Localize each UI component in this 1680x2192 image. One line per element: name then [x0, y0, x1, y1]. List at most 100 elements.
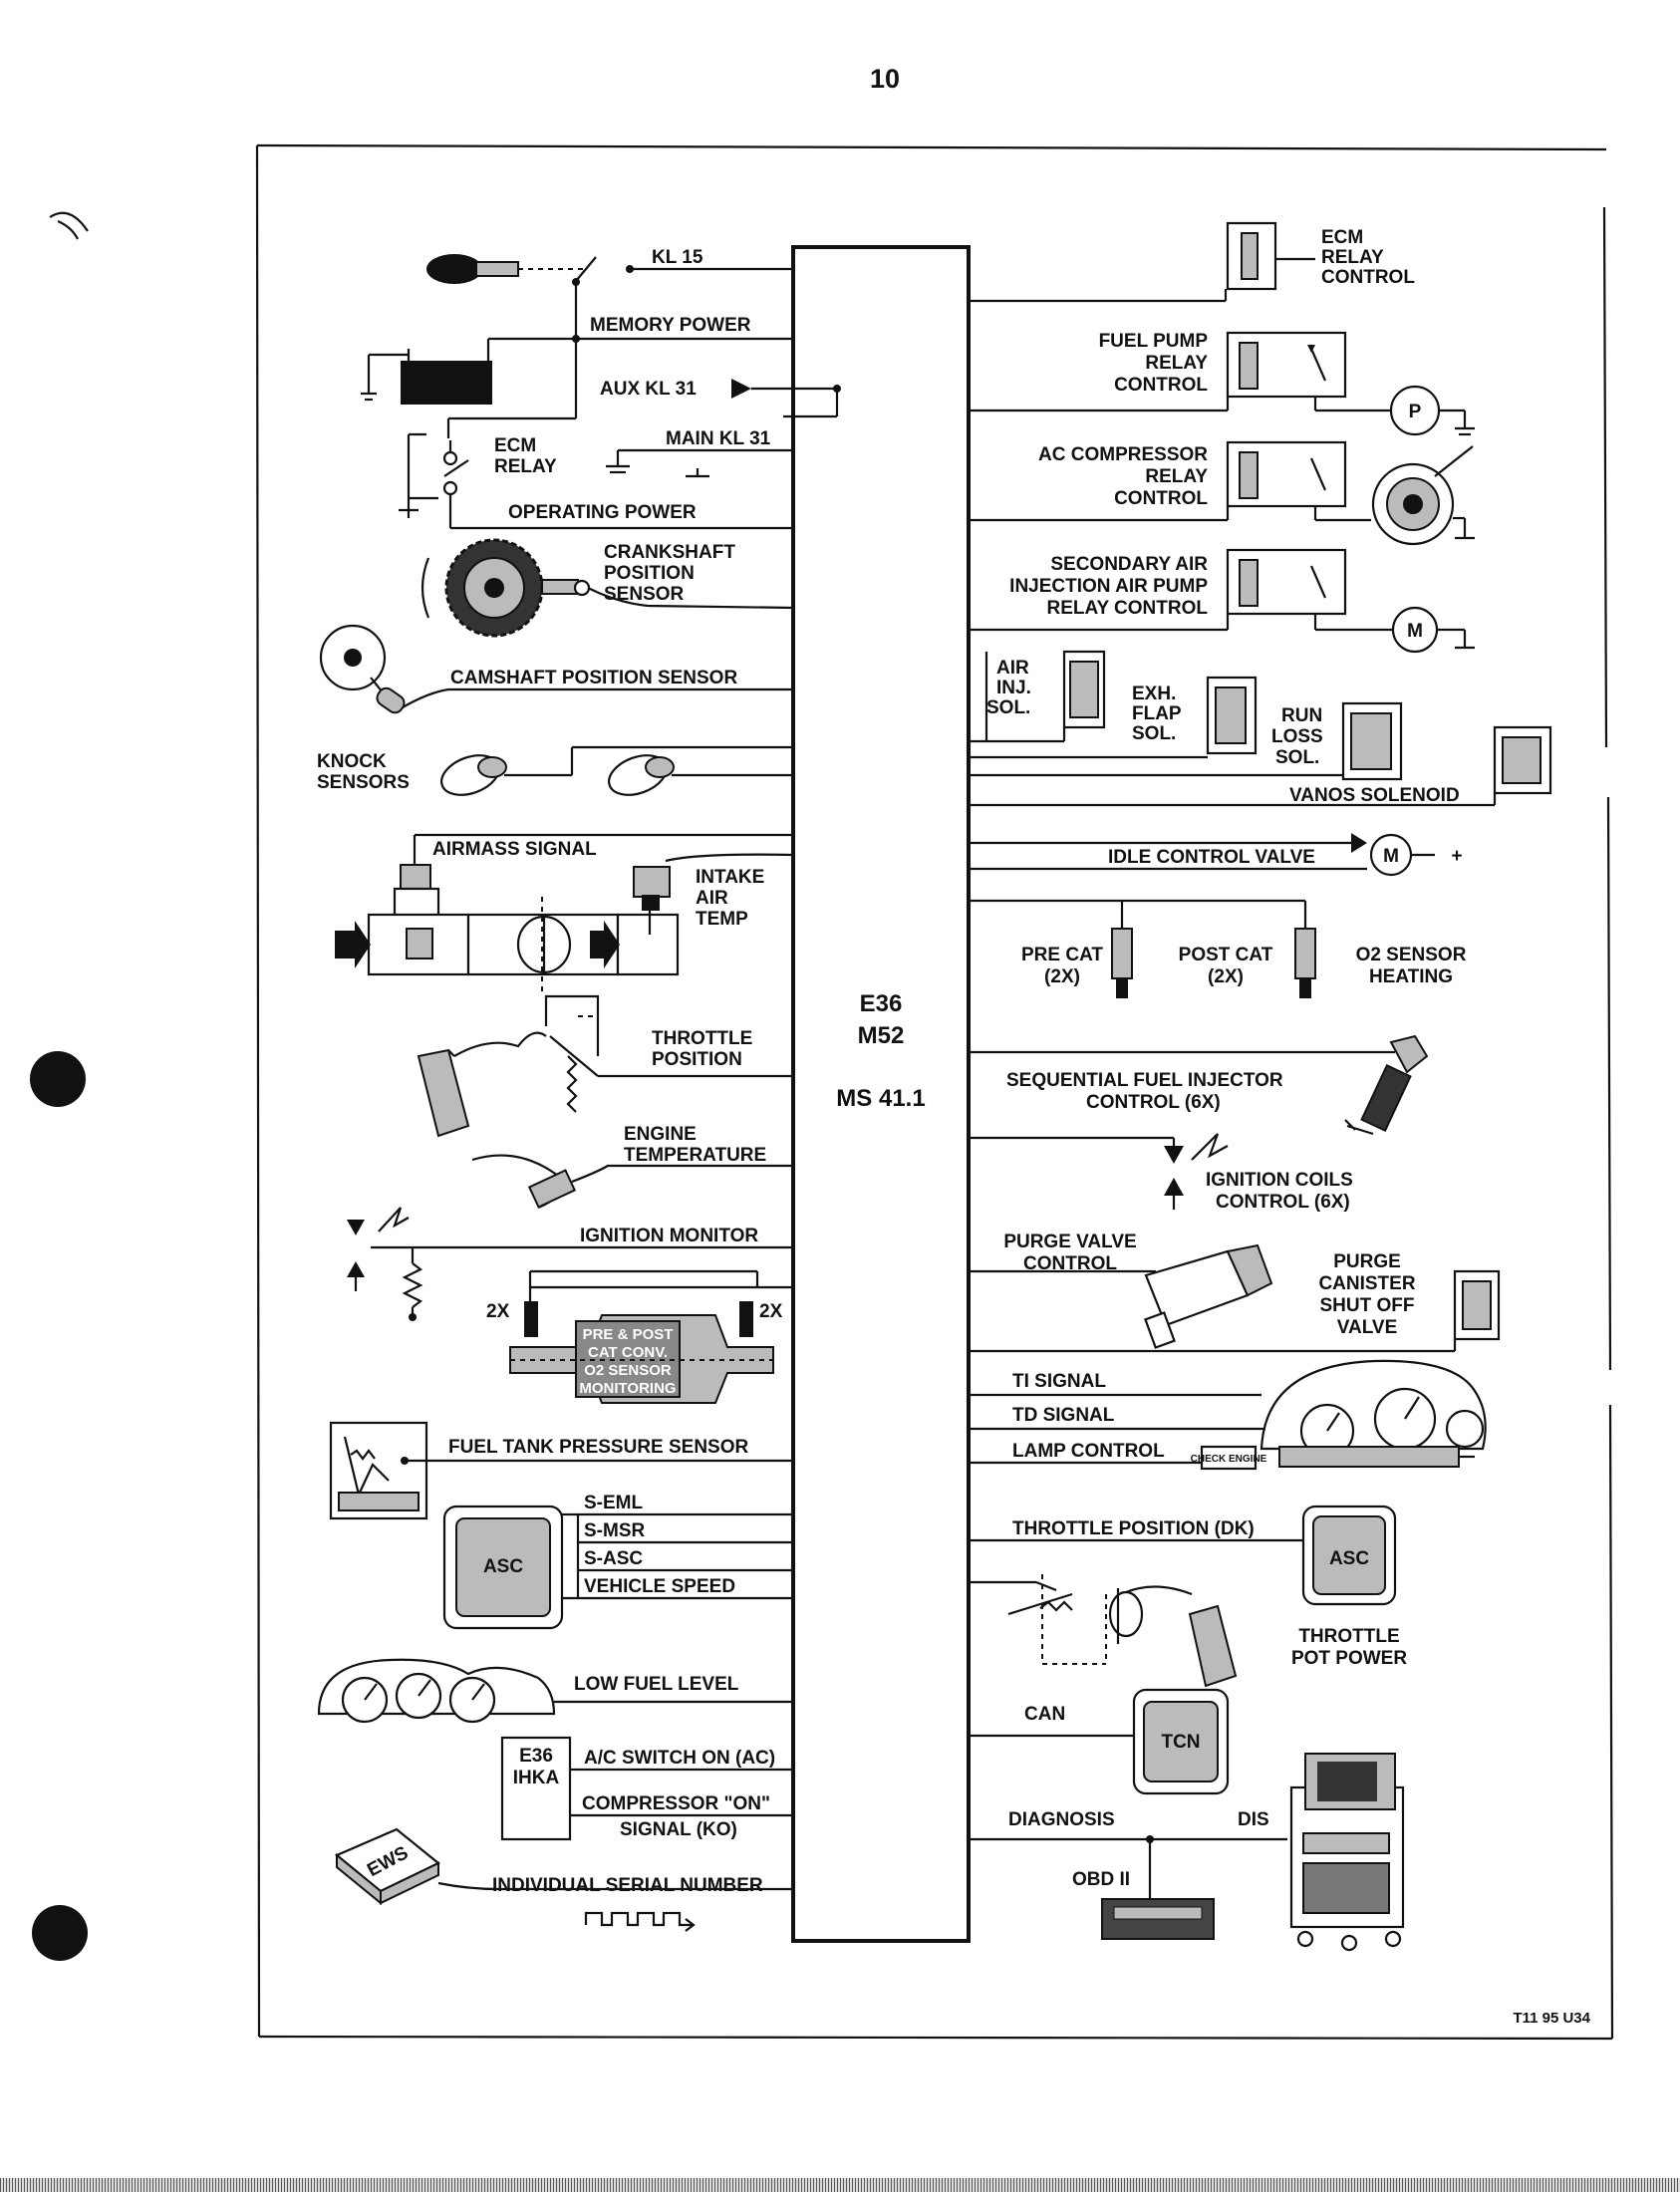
air-inj-label-2: INJ. — [996, 678, 1031, 698]
vehicle-speed-label: VEHICLE SPEED — [584, 1576, 735, 1597]
fuel-pump-label-2: RELAY — [1145, 353, 1208, 374]
purge-valve — [969, 1243, 1273, 1349]
cat-label-4: MONITORING — [579, 1380, 676, 1397]
canister-label-3: SHUT OFF — [1320, 1295, 1415, 1316]
diagnosis-dis-obd — [969, 1753, 1405, 1952]
ecm-relay-ctrl-label-3: CONTROL — [1321, 267, 1415, 288]
asc-right-label: ASC — [1329, 1548, 1369, 1569]
coils-label-2: CONTROL (6X) — [1216, 1192, 1350, 1213]
cat-label-2: CAT CONV. — [588, 1344, 668, 1361]
run-loss-label-3: SOL. — [1275, 747, 1319, 768]
ecm-relay-label-2: RELAY — [494, 456, 557, 477]
ihka-label-2: IHKA — [513, 1768, 560, 1788]
idle-label: IDLE CONTROL VALVE — [1108, 847, 1315, 868]
ac-switch-label: A/C SWITCH ON (AC) — [584, 1748, 775, 1769]
fuel-tank-label: FUEL TANK PRESSURE SENSOR — [448, 1437, 749, 1458]
td-signal-label: TD SIGNAL — [1012, 1405, 1115, 1426]
s-asc-label: S-ASC — [584, 1548, 643, 1569]
throttle-dk-label: THROTTLE POSITION (DK) — [1012, 1518, 1255, 1539]
ignition-monitor-label: IGNITION MONITOR — [580, 1226, 758, 1246]
purge-label-1: PURGE VALVE — [1003, 1232, 1136, 1252]
obd-label: OBD II — [1072, 1869, 1130, 1890]
ecu-module: E36 M52 MS 41.1 — [791, 245, 971, 1943]
scan-edge-band — [0, 2178, 1680, 2192]
figure-code: T11 95 U34 — [1513, 2010, 1590, 2027]
fuel-pump-label-1: FUEL PUMP — [1099, 331, 1209, 352]
airmass-meter — [335, 833, 793, 996]
memory-power-label: MEMORY POWER — [590, 315, 751, 336]
main-kl31-wire — [606, 448, 793, 478]
coils-label-1: IGNITION COILS — [1206, 1170, 1353, 1191]
ecm-relay-ctrl-label-1: ECM — [1321, 227, 1363, 248]
post-cat-label-2: (2X) — [1208, 966, 1244, 987]
throttle-dk-asc — [969, 1505, 1397, 1606]
catalyst-monitoring — [509, 1269, 793, 1404]
s-eml-label: S-EML — [584, 1493, 644, 1513]
instrument-cluster-right — [969, 1359, 1487, 1471]
ecm-relay-control — [969, 221, 1315, 303]
ignition-coils — [969, 1133, 1229, 1210]
injector-label-2: CONTROL (6X) — [1086, 1092, 1221, 1113]
tcn-label: TCN — [1161, 1732, 1200, 1753]
idle-plus-label: + — [1451, 846, 1462, 867]
fuel-tank-pressure-sensor — [329, 1421, 793, 1520]
ac-compressor-label-3: CONTROL — [1114, 488, 1208, 509]
ti-signal-label: TI SIGNAL — [1012, 1371, 1106, 1392]
exh-flap-label-2: FLAP — [1132, 703, 1182, 724]
ac-compressor-label-1: AC COMPRESSOR — [1038, 444, 1208, 465]
diagnosis-label: DIAGNOSIS — [1008, 1809, 1115, 1830]
exh-flap-label-3: SOL. — [1132, 723, 1176, 744]
secondary-air-relay — [969, 548, 1475, 654]
exh-flap-label-1: EXH. — [1132, 684, 1176, 704]
canister-label-1: PURGE — [1333, 1251, 1401, 1272]
camshaft-label: CAMSHAFT POSITION SENSOR — [450, 668, 737, 688]
lamp-control-label: LAMP CONTROL — [1012, 1441, 1165, 1462]
fuel-pump-label-3: CONTROL — [1114, 375, 1208, 396]
throttle-label-1: THROTTLE — [652, 1028, 752, 1049]
serial-pulse-train — [584, 1911, 696, 1932]
fuel-injector — [969, 1034, 1429, 1136]
ecu-label-1: E36 — [860, 990, 903, 1017]
kl15-label: KL 15 — [652, 247, 703, 268]
can-label: CAN — [1024, 1704, 1065, 1725]
compressor-on-label-1: COMPRESSOR "ON" — [582, 1793, 770, 1814]
run-loss-label-1: RUN — [1281, 705, 1322, 726]
ecu-label-3: MS 41.1 — [836, 1085, 925, 1112]
throttle-label-2: POSITION — [652, 1049, 742, 1070]
throttle-pot-right — [969, 1574, 1238, 1688]
engine-temp-sensor — [471, 1154, 793, 1210]
ignition-monitor — [347, 1207, 793, 1321]
o2-heat-label-2: HEATING — [1369, 966, 1453, 987]
low-fuel-label: LOW FUEL LEVEL — [574, 1674, 739, 1695]
idle-m-label: M — [1383, 846, 1399, 867]
asc-module-left — [442, 1505, 793, 1630]
iat-label-1: INTAKE — [696, 867, 764, 888]
ecm-relay — [399, 339, 793, 530]
main-kl31-label: MAIN KL 31 — [666, 428, 771, 449]
vanos-solenoid — [969, 725, 1552, 807]
knock-label-1: KNOCK — [317, 751, 387, 772]
engine-temp-label-2: TEMPERATURE — [624, 1145, 766, 1166]
ac-compressor-label-2: RELAY — [1145, 466, 1208, 487]
iat-label-2: AIR — [696, 888, 728, 909]
air-injection-solenoid — [969, 650, 1106, 743]
twox-left-label: 2X — [486, 1301, 510, 1322]
post-cat-label-1: POST CAT — [1179, 945, 1273, 965]
pot-power-label-1: THROTTLE — [1298, 1626, 1399, 1647]
run-loss-label-2: LOSS — [1271, 726, 1323, 747]
operating-power-label: OPERATING POWER — [508, 502, 697, 523]
s-msr-label: S-MSR — [584, 1520, 646, 1541]
fuel-pump-relay — [969, 331, 1475, 436]
canister-label-4: VALVE — [1337, 1317, 1398, 1338]
knock-label-2: SENSORS — [317, 772, 410, 793]
o2-heat-label-1: O2 SENSOR — [1356, 945, 1467, 965]
ihka-module — [500, 1736, 793, 1841]
ecu-label-2: M52 — [858, 1022, 905, 1049]
asc-left-label: ASC — [483, 1556, 523, 1577]
engine-temp-label-1: ENGINE — [624, 1124, 697, 1145]
vanos-label: VANOS SOLENOID — [1289, 785, 1460, 806]
idle-control-valve — [969, 833, 1435, 877]
injector-label-1: SEQUENTIAL FUEL INJECTOR — [1006, 1070, 1283, 1091]
pre-cat-label-1: PRE CAT — [1021, 945, 1103, 965]
